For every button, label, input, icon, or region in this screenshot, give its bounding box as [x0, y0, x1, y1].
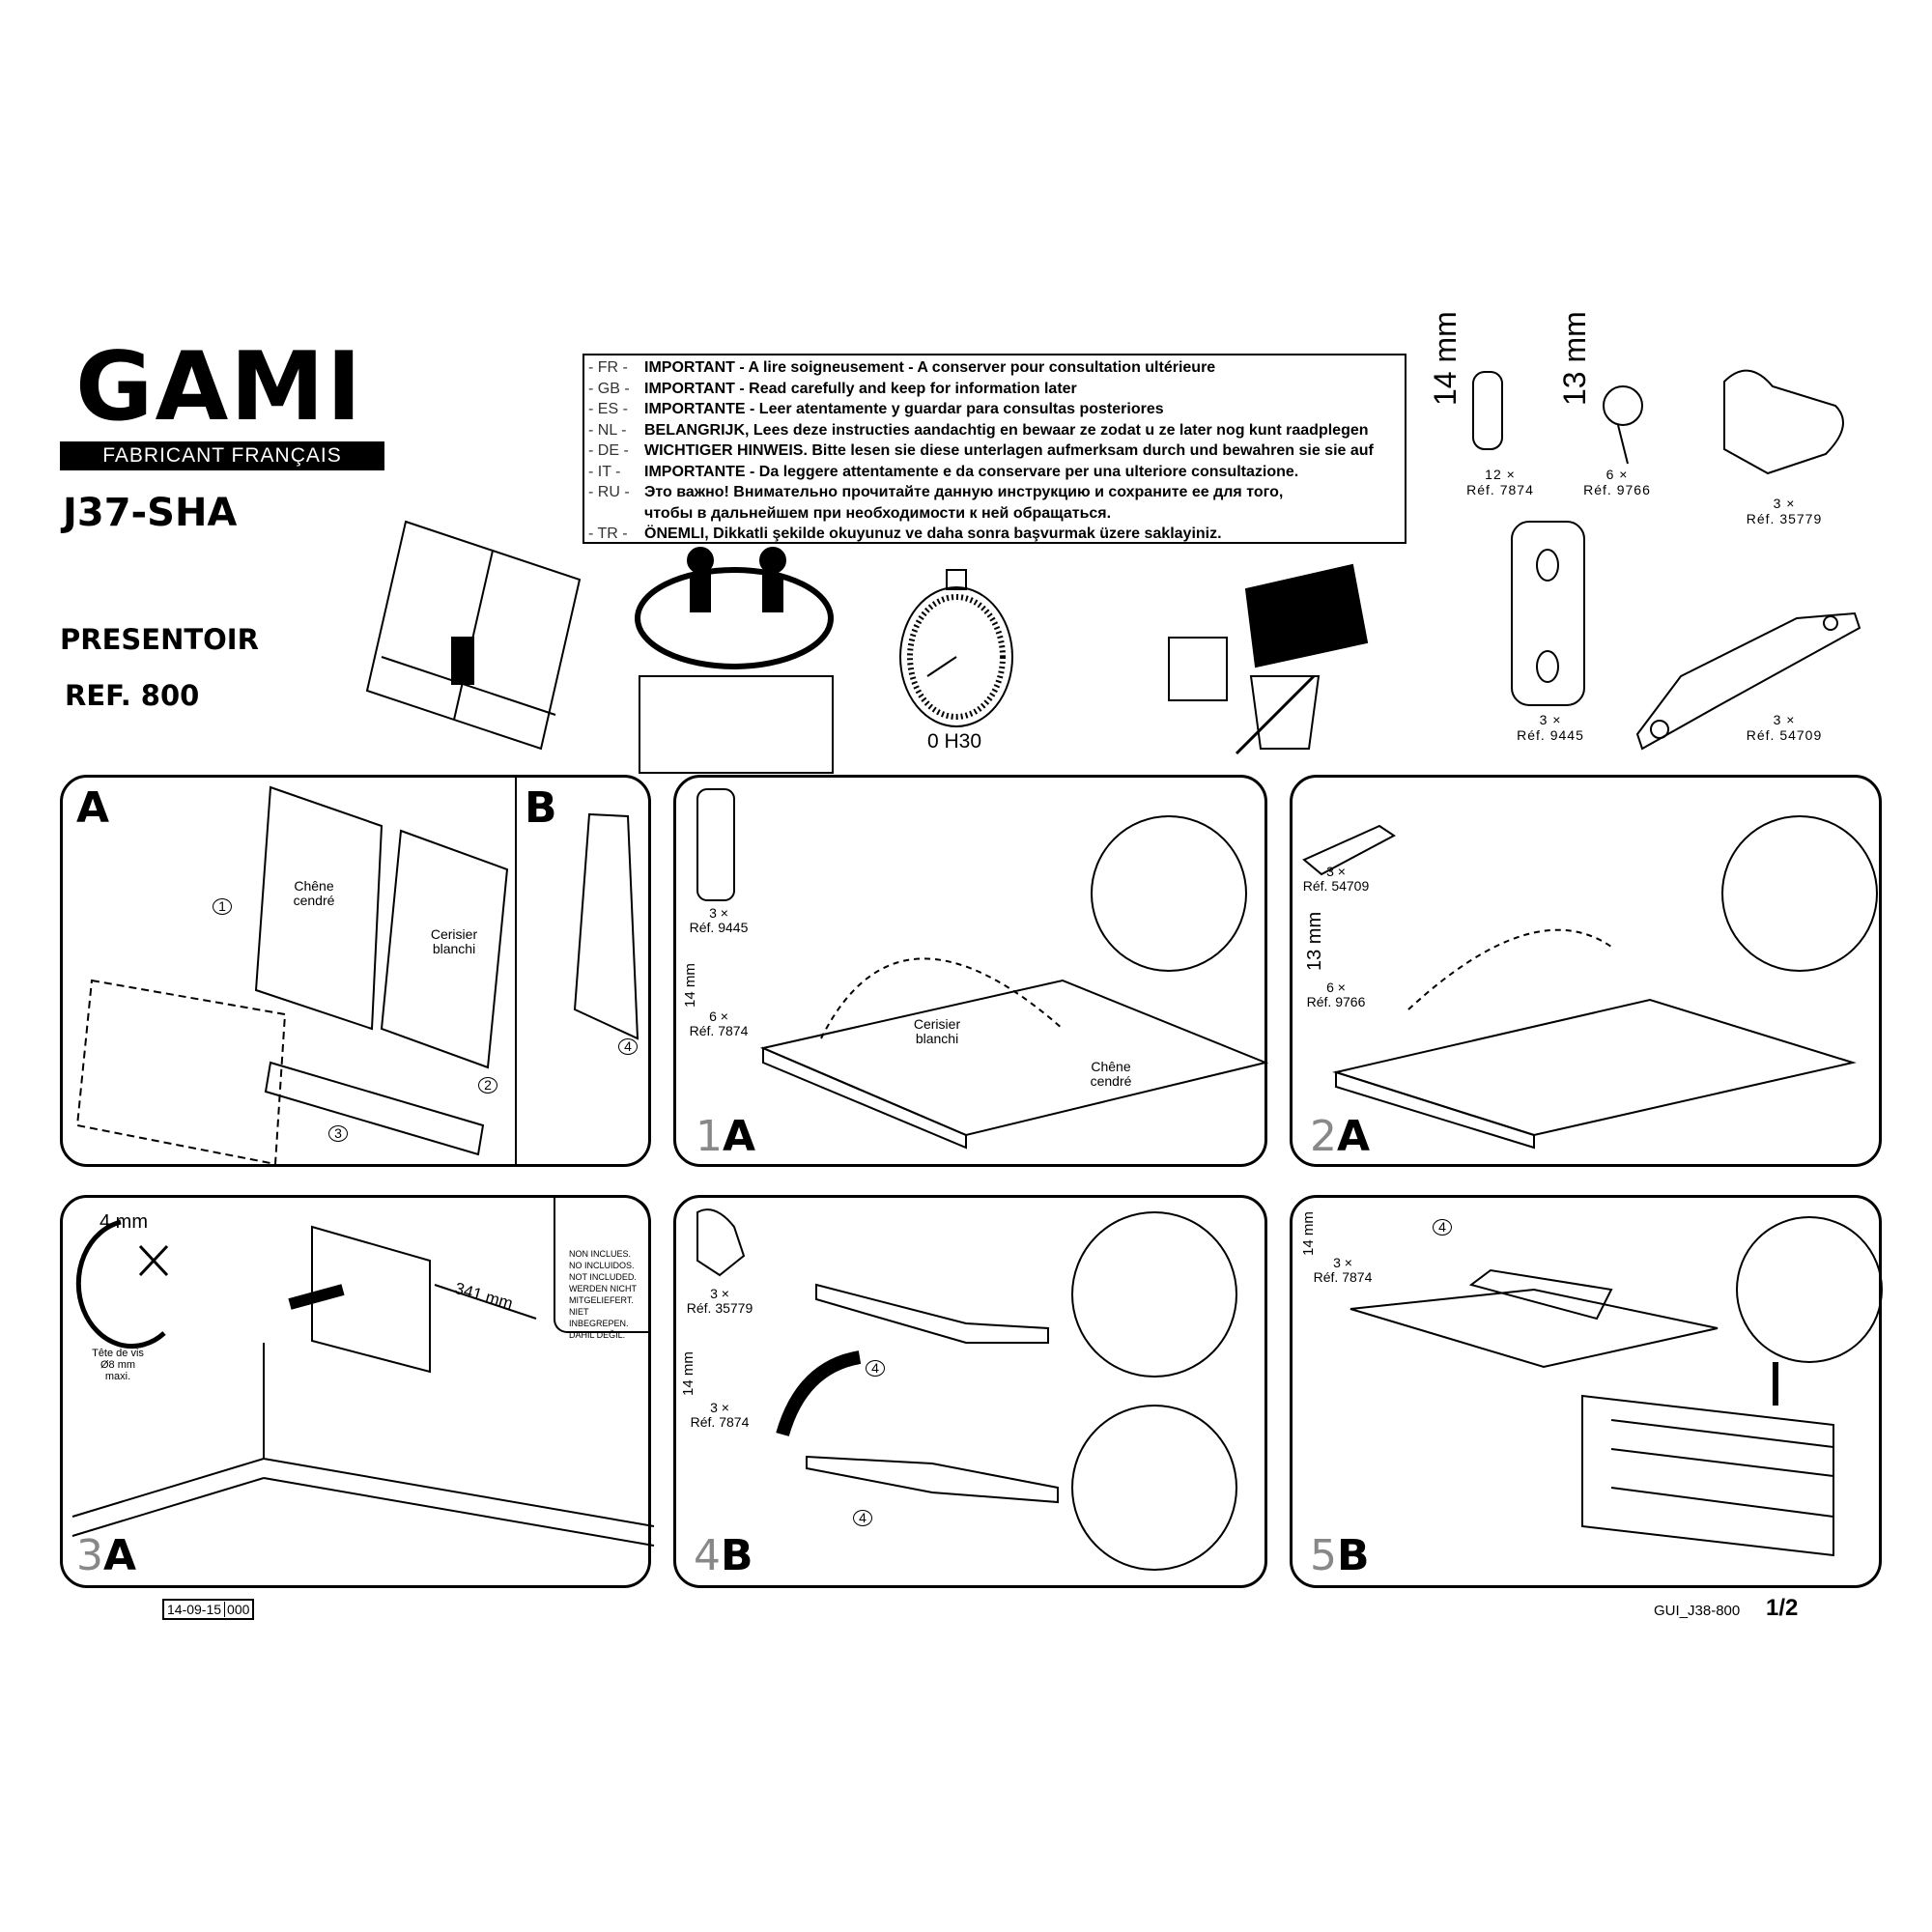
- part-label-9766: 6 ×Réf. 9766: [1583, 467, 1651, 497]
- step2-part-9766: 6 ×Réf. 9766: [1306, 980, 1366, 1009]
- panel-a-label: A: [76, 783, 110, 833]
- product-name: PRESENTOIR: [60, 623, 259, 656]
- product-panel-icon: [365, 520, 582, 751]
- important-notice-box: - FR -IMPORTANT - A lire soigneusement -…: [582, 354, 1406, 544]
- not-included-box: NON INCLUES.NO INCLUIDOS.NOT INCLUDED.WE…: [554, 1198, 650, 1340]
- stopwatch-icon: [899, 569, 1013, 727]
- step-4b-label: 4B: [694, 1531, 753, 1580]
- brand-tagline: FABRICANT FRANÇAIS: [60, 441, 384, 470]
- part-size-9766: 13 mm: [1557, 311, 1592, 406]
- step-1a-label: 1A: [696, 1112, 756, 1161]
- callout-4: 4: [1433, 1219, 1452, 1236]
- callout-2: 2: [478, 1077, 497, 1094]
- product-ref: REF. 800: [65, 679, 200, 712]
- panel-step-4b: 3 ×Réf. 35779 3 ×Réf. 7874 14 mm 4 4 4B: [673, 1195, 1267, 1588]
- step-3a-drawing: [71, 1219, 655, 1547]
- panel-step-2a: 3 ×Réf. 54709 6 ×Réf. 9766 13 mm 2A: [1290, 775, 1882, 1167]
- recycling-icon: [1168, 563, 1369, 755]
- part-label-7874: 12 ×Réf. 7874: [1466, 467, 1534, 497]
- step5-size: 14 mm: [1300, 1211, 1317, 1256]
- label-chene-cendre: Chêne cendré: [1090, 1059, 1132, 1089]
- part-size-7874: 14 mm: [1428, 311, 1463, 406]
- step-3a-label: 3A: [76, 1531, 137, 1580]
- part-label-54709: 3 ×Réf. 54709: [1746, 712, 1823, 743]
- step4-size: 14 mm: [680, 1351, 696, 1396]
- label-cerisier-blanchi: Cerisier blanchi: [913, 1016, 961, 1046]
- panel-divider: [515, 778, 517, 1164]
- notice-fr: - FR -IMPORTANT - A lire soigneusement -…: [588, 359, 1216, 376]
- assembly-time: 0 H30: [927, 730, 982, 753]
- part-label-35779: 3 ×Réf. 35779: [1746, 496, 1823, 526]
- label-cerisier-blanchi: Cerisier blanchi: [430, 926, 478, 956]
- label-chene-cendre: Chêne cendré: [293, 878, 335, 908]
- callout-4: 4: [866, 1360, 885, 1377]
- panel-step-5b: 3 ×Réf. 7874 14 mm 4 5B: [1290, 1195, 1883, 1588]
- panel-parts-ab: A B Chêne cendré Cerisier blanchi 1 2 3 …: [60, 775, 651, 1167]
- notice-es: - ES -IMPORTANTE - Leer atentamente y gu…: [588, 401, 1164, 417]
- step-2a-label: 2A: [1310, 1112, 1371, 1161]
- parts-drawings: [1472, 369, 1861, 751]
- footer-page-number: 1/2: [1766, 1595, 1799, 1621]
- callout-4: 4: [618, 1038, 638, 1055]
- notice-gb: - GB -IMPORTANT - Read carefully and kee…: [588, 380, 1077, 397]
- callout-1: 1: [213, 898, 232, 915]
- panel-step-1a: 3 ×Réf. 9445 6 ×Réf. 7874 14 mm Cerisier…: [673, 775, 1269, 1167]
- notice-de: - DE -WICHTIGER HINWEIS. Bitte lesen sie…: [588, 442, 1374, 459]
- part-label-9445: 3 ×Réf. 9445: [1517, 712, 1584, 743]
- callout-3: 3: [328, 1125, 348, 1142]
- step1-size: 14 mm: [682, 963, 698, 1008]
- callout-4: 4: [853, 1510, 872, 1526]
- step-5b-label: 5B: [1310, 1531, 1370, 1580]
- notice-nl: - NL -BELANGRIJK, Lees deze instructies …: [588, 421, 1369, 439]
- two-person-icon: [635, 547, 834, 774]
- panel-ab-drawing: [75, 785, 639, 1166]
- step1-part-7874: 6 ×Réf. 7874: [689, 1009, 749, 1038]
- step2-part-54709: 3 ×Réf. 54709: [1302, 864, 1370, 894]
- step2-size: 13 mm: [1304, 911, 1325, 971]
- step1-part-9445: 3 ×Réf. 9445: [689, 905, 749, 935]
- step-5b-drawing: [1350, 1216, 1883, 1557]
- step-4b-drawing: [696, 1208, 1237, 1571]
- step4-part-35779: 3 ×Réf. 35779: [686, 1286, 753, 1316]
- footer-doc-ref: GUI_J38-800: [1654, 1603, 1741, 1619]
- notice-it: - IT -IMPORTANTE - Da leggere attentamen…: [588, 463, 1299, 480]
- step4-part-7874: 3 ×Réf. 7874: [690, 1400, 750, 1430]
- panel-b-label: B: [525, 783, 557, 833]
- step-1a-drawing: [696, 788, 1269, 1150]
- step-2a-drawing: [1302, 815, 1878, 1150]
- step5-part-7874: 3 ×Réf. 7874: [1313, 1255, 1373, 1285]
- gap-dimension: 4 mm: [99, 1211, 148, 1233]
- notice-ru-cont: чтобы в дальнейшем при необходимости к н…: [644, 504, 1112, 522]
- brand-logo: GAMI: [75, 332, 364, 442]
- notice-tr: - TR -ÖNEMLI, Dikkatli şekilde okuyunuz …: [588, 526, 1222, 542]
- notice-ru: - RU -Это важно! Внимательно прочитайте …: [588, 484, 1284, 500]
- product-model: J37-SHA: [63, 491, 238, 535]
